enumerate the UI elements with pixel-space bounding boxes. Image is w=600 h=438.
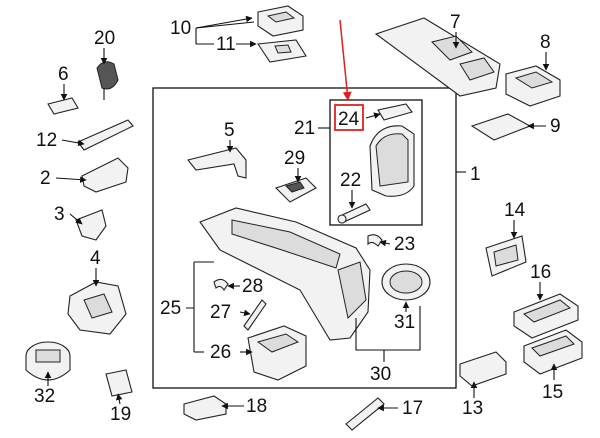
callout-8: 8 xyxy=(540,32,551,53)
subassembly-frame-21 xyxy=(329,99,423,226)
callout-2: 2 xyxy=(40,168,51,189)
callout-24: 24 xyxy=(338,109,360,130)
callout-12: 12 xyxy=(36,130,57,151)
callout-20: 20 xyxy=(94,28,115,49)
part-23-clip xyxy=(367,234,383,247)
callout-18: 18 xyxy=(246,396,267,417)
part-3-bracket xyxy=(75,209,107,241)
part-13-bracket xyxy=(459,351,507,387)
callout-30: 30 xyxy=(370,364,391,385)
callout-7: 7 xyxy=(450,12,461,33)
part-console-housing xyxy=(199,207,371,341)
callout-17: 17 xyxy=(402,398,423,419)
callout-32: 32 xyxy=(34,386,55,407)
callout-31: 31 xyxy=(394,312,415,333)
part-15-bin xyxy=(523,329,583,375)
part-19-clip xyxy=(105,369,133,397)
part-11-mat xyxy=(257,39,307,63)
callout-3: 3 xyxy=(54,204,65,225)
part-2-bracket xyxy=(81,157,129,193)
part-10-cup-insert xyxy=(257,5,304,37)
callout-26: 26 xyxy=(210,342,231,363)
callout-1: 1 xyxy=(470,164,481,185)
part-24-hinge xyxy=(377,103,413,121)
callout-10: 10 xyxy=(170,18,191,39)
part-armrest-lid xyxy=(369,125,415,197)
callout-22: 22 xyxy=(340,170,361,191)
callout-6: 6 xyxy=(58,64,69,85)
callout-25: 25 xyxy=(160,298,181,319)
part-17-trim xyxy=(345,397,385,431)
part-18-bracket xyxy=(183,395,227,421)
part-9-tray xyxy=(470,113,532,141)
callout-21: 21 xyxy=(294,118,315,139)
part-32-cylinder xyxy=(25,341,71,381)
callout-15: 15 xyxy=(542,382,563,403)
callout-14: 14 xyxy=(504,200,526,221)
callout-11: 11 xyxy=(216,34,236,55)
part-8-drawer xyxy=(505,65,561,107)
highlight-box-24 xyxy=(334,104,364,131)
part-12-bar xyxy=(77,119,134,151)
part-20-latch xyxy=(96,61,119,100)
callout-27: 27 xyxy=(210,302,231,323)
part-31-vent xyxy=(381,263,431,301)
part-27-screw xyxy=(243,299,267,331)
part-4-mechanism xyxy=(67,281,127,335)
part-6-bracket xyxy=(47,97,79,115)
highlight-arrow xyxy=(339,19,352,101)
callout-23: 23 xyxy=(394,234,415,255)
callout-5: 5 xyxy=(224,120,235,141)
part-16-bin xyxy=(513,293,579,339)
part-28-clip xyxy=(213,278,229,291)
callout-13: 13 xyxy=(462,398,483,419)
callout-29: 29 xyxy=(284,148,305,169)
callout-28: 28 xyxy=(242,276,263,297)
callout-19: 19 xyxy=(110,404,131,425)
callout-4: 4 xyxy=(90,248,101,269)
callout-9: 9 xyxy=(550,116,561,137)
part-29-switch xyxy=(274,177,317,203)
part-7-console-panel xyxy=(374,17,501,97)
part-26-bin xyxy=(247,325,307,381)
part-5-trim xyxy=(187,147,247,179)
assembly-frame-1 xyxy=(152,87,457,389)
part-14-bezel xyxy=(485,235,527,277)
callout-16: 16 xyxy=(530,262,551,283)
part-22-pin xyxy=(337,203,371,224)
